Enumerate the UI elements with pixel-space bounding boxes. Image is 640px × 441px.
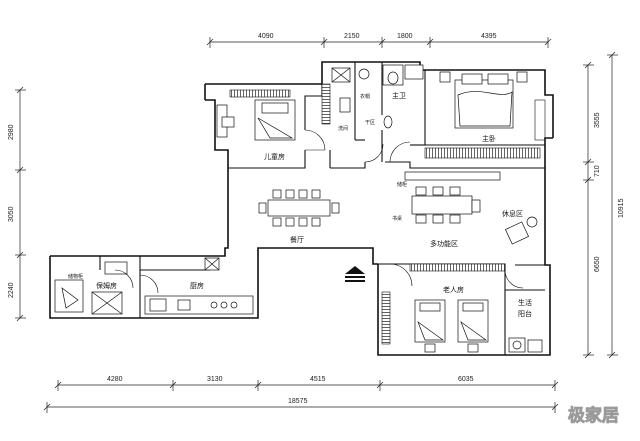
service-balcony-label-1: 生活 — [518, 298, 532, 307]
master-bedroom-label: 主卧 — [482, 134, 496, 143]
desk-label: 书桌 — [392, 215, 402, 222]
dry-zone-label: 干区 — [365, 120, 375, 126]
washroom-label: 衣帽 — [360, 93, 370, 100]
dim-top-4: 4395 — [481, 33, 497, 40]
watermark-logo: 极家居 — [568, 405, 619, 426]
kids-bed — [254, 99, 296, 141]
dim-left-2: 3050 — [8, 206, 15, 222]
multi-area-table — [404, 171, 501, 224]
service-balcony-label-2: 阳台 — [518, 309, 532, 318]
elder-wardrobe — [381, 291, 391, 345]
dim-bottom-3: 4515 — [310, 376, 326, 383]
lounge-chair — [504, 216, 538, 245]
kids-room-label: 儿童房 — [264, 152, 285, 161]
dim-right-total: 10915 — [618, 198, 625, 218]
bath-fixtures — [331, 64, 424, 129]
hall-cabinet — [409, 263, 506, 272]
stairs-arrow-icon — [345, 266, 365, 282]
top-dimension-line — [206, 37, 552, 48]
right-dimension-line — [583, 51, 618, 359]
dim-bottom-2: 3130 — [207, 376, 223, 383]
dim-bottom-total: 18575 — [288, 398, 308, 405]
nanny-room-furniture — [54, 261, 128, 315]
dining-label: 餐厅 — [290, 235, 304, 244]
storage-label: 储物柜 — [68, 273, 83, 280]
dim-bottom-4: 6035 — [458, 376, 474, 383]
lounge-label: 休息区 — [502, 209, 523, 218]
cloak-closet — [321, 83, 331, 125]
dim-top-1: 4090 — [258, 33, 274, 40]
master-balcony-rail — [534, 99, 546, 141]
dim-right-1: 3555 — [594, 112, 601, 128]
shelf-label: 储柜 — [397, 181, 407, 188]
dim-top-2: 2150 — [344, 33, 360, 40]
elder-room-label: 老人房 — [443, 285, 464, 294]
master-bath-label: 主卫 — [392, 91, 406, 100]
dim-left-1: 2980 — [8, 124, 15, 140]
master-wardrobe — [424, 147, 541, 159]
kids-wardrobe — [229, 89, 291, 98]
multi-area-label: 多功能区 — [430, 239, 458, 248]
dining-table — [258, 189, 340, 227]
dim-top-3: 1800 — [397, 33, 413, 40]
dim-left-3: 2240 — [8, 282, 15, 298]
kitchen-label: 厨房 — [190, 281, 204, 290]
bottom-dimension-line — [43, 380, 559, 413]
dim-right-small: 710 — [594, 165, 601, 177]
dim-right-2: 6650 — [594, 256, 601, 272]
washroom2-label: 洗间 — [338, 125, 348, 132]
door-swings — [114, 129, 524, 294]
left-dimension-line — [15, 86, 26, 322]
kitchen-counter — [144, 257, 254, 315]
dim-bottom-1: 4280 — [107, 376, 123, 383]
kids-desk — [216, 104, 235, 138]
elder-beds — [414, 299, 489, 353]
master-bed — [439, 71, 528, 129]
service-balcony-fixtures — [508, 337, 543, 353]
nanny-room-label: 保姆房 — [96, 281, 117, 290]
